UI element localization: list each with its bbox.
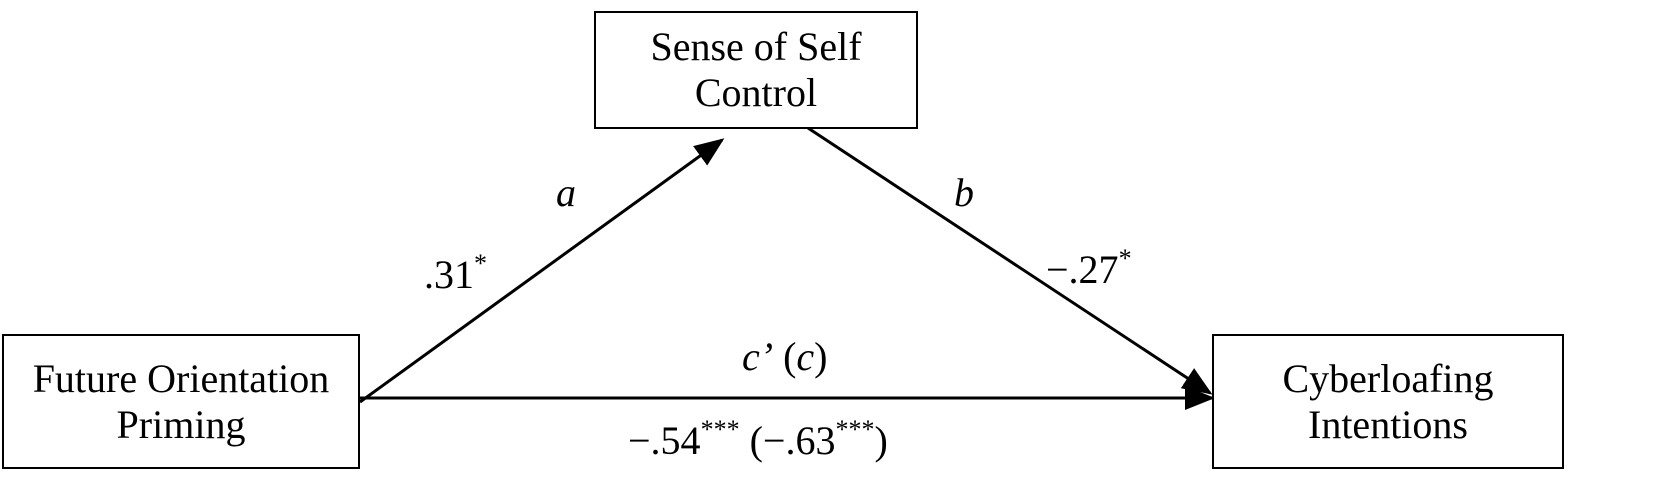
mediator-label-line1: Sense of Self xyxy=(650,24,862,69)
outcome-label-line1: Cyberloafing xyxy=(1282,355,1494,401)
path-c-direct-letter: c’ xyxy=(742,334,774,379)
path-b-significance: * xyxy=(1118,244,1132,273)
path-b-coefficient: −.27* xyxy=(1046,244,1132,298)
path-a-coef-value: .31 xyxy=(424,252,474,297)
outcome-box: Cyberloafing Intentions xyxy=(1212,334,1564,469)
path-c-paren-open: ( xyxy=(783,334,797,379)
path-c-paren-close: ) xyxy=(814,334,828,379)
predictor-box: Future Orientation Priming xyxy=(2,334,360,469)
path-c-total-coef: (−.63 xyxy=(749,418,836,463)
path-a-letter: a xyxy=(556,170,576,215)
path-c-direct-coef: −.54 xyxy=(628,418,701,463)
predictor-label-line1: Future Orientation xyxy=(32,355,330,401)
path-c-total-significance: *** xyxy=(835,415,875,444)
path-c-total-letter: c xyxy=(796,334,815,379)
outcome-label-line2: Intentions xyxy=(1308,401,1468,447)
path-a-significance: * xyxy=(474,249,487,278)
path-c-close-paren: ) xyxy=(874,418,888,463)
path-c-letter: c’ (c) xyxy=(742,334,828,380)
path-b-arrow xyxy=(807,126,1213,395)
path-a-coefficient: .31* xyxy=(424,249,487,303)
mediator-label-line2: Control xyxy=(694,70,818,115)
mediator-box: Sense of Self Control xyxy=(594,11,918,129)
path-a-arrow xyxy=(359,138,725,404)
path-c-coefficient: −.54*** (−.63***) xyxy=(628,415,888,469)
path-c-direct-significance: *** xyxy=(700,415,740,444)
predictor-label-line2: Priming xyxy=(116,401,246,447)
path-b-coef-value: −.27 xyxy=(1046,247,1119,292)
path-b-letter: b xyxy=(954,170,974,215)
